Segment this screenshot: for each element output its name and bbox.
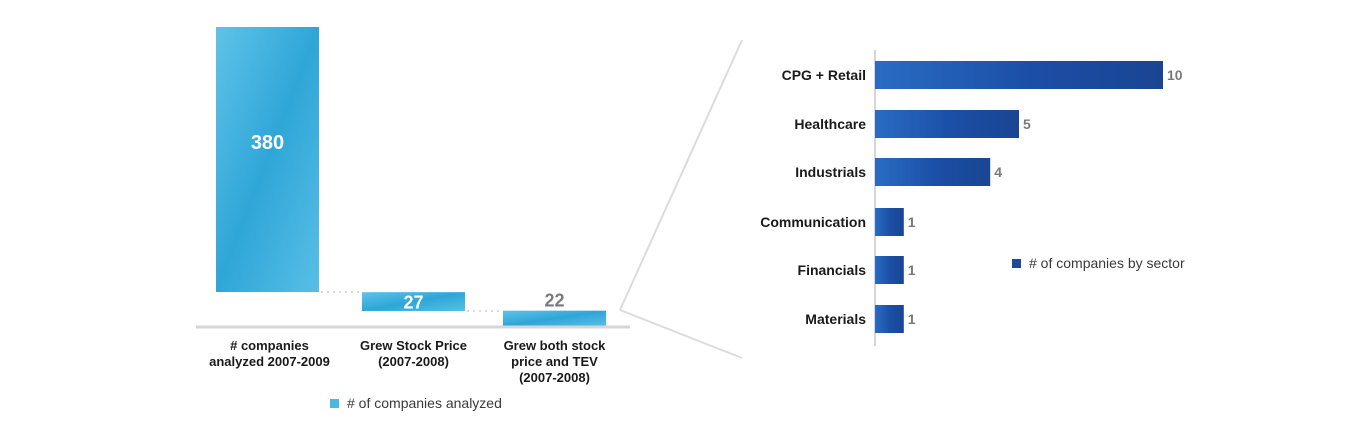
legend-swatch-light-blue xyxy=(330,398,339,408)
sector-bar-4 xyxy=(875,256,904,284)
sector-bar-2 xyxy=(875,158,991,186)
sector-bar-0 xyxy=(875,61,1163,89)
value-label-0: 380 xyxy=(251,132,284,154)
sector-bar-1 xyxy=(875,110,1019,138)
bar-1 xyxy=(362,292,465,311)
sector-label-3: Communication xyxy=(760,214,866,230)
sector-bar-5 xyxy=(875,305,904,333)
legend-label: # of companies analyzed xyxy=(347,395,502,411)
sector-label-2: Industrials xyxy=(795,164,866,180)
sector-bar-3 xyxy=(875,208,904,236)
sector-value-2: 4 xyxy=(994,164,1002,180)
legend-swatch-dark-blue xyxy=(1012,258,1021,268)
category-label-1: Grew Stock Price(2007-2008) xyxy=(360,338,467,369)
zoom-line-bottom xyxy=(619,309,743,359)
sector-value-1: 5 xyxy=(1023,116,1031,132)
bar-0 xyxy=(216,27,319,292)
sector-label-4: Financials xyxy=(798,262,867,278)
zoom-line-top xyxy=(619,39,743,311)
value-label-1: 27 xyxy=(403,293,423,313)
sector-value-3: 1 xyxy=(908,214,916,230)
bar-2 xyxy=(503,310,606,326)
zoom-connector-lines xyxy=(619,39,743,359)
legend-companies-by-sector: # of companies by sector xyxy=(1012,255,1185,271)
legend-companies-analyzed: # of companies analyzed xyxy=(330,395,502,411)
value-label-2: 22 xyxy=(544,291,564,311)
sector-value-4: 1 xyxy=(908,262,916,278)
sector-label-0: CPG + Retail xyxy=(782,67,866,83)
sector-value-5: 1 xyxy=(908,311,916,327)
sector-label-1: Healthcare xyxy=(794,116,866,132)
sector-value-0: 10 xyxy=(1167,67,1183,83)
sector-label-5: Materials xyxy=(805,311,866,327)
legend-label: # of companies by sector xyxy=(1029,255,1185,271)
